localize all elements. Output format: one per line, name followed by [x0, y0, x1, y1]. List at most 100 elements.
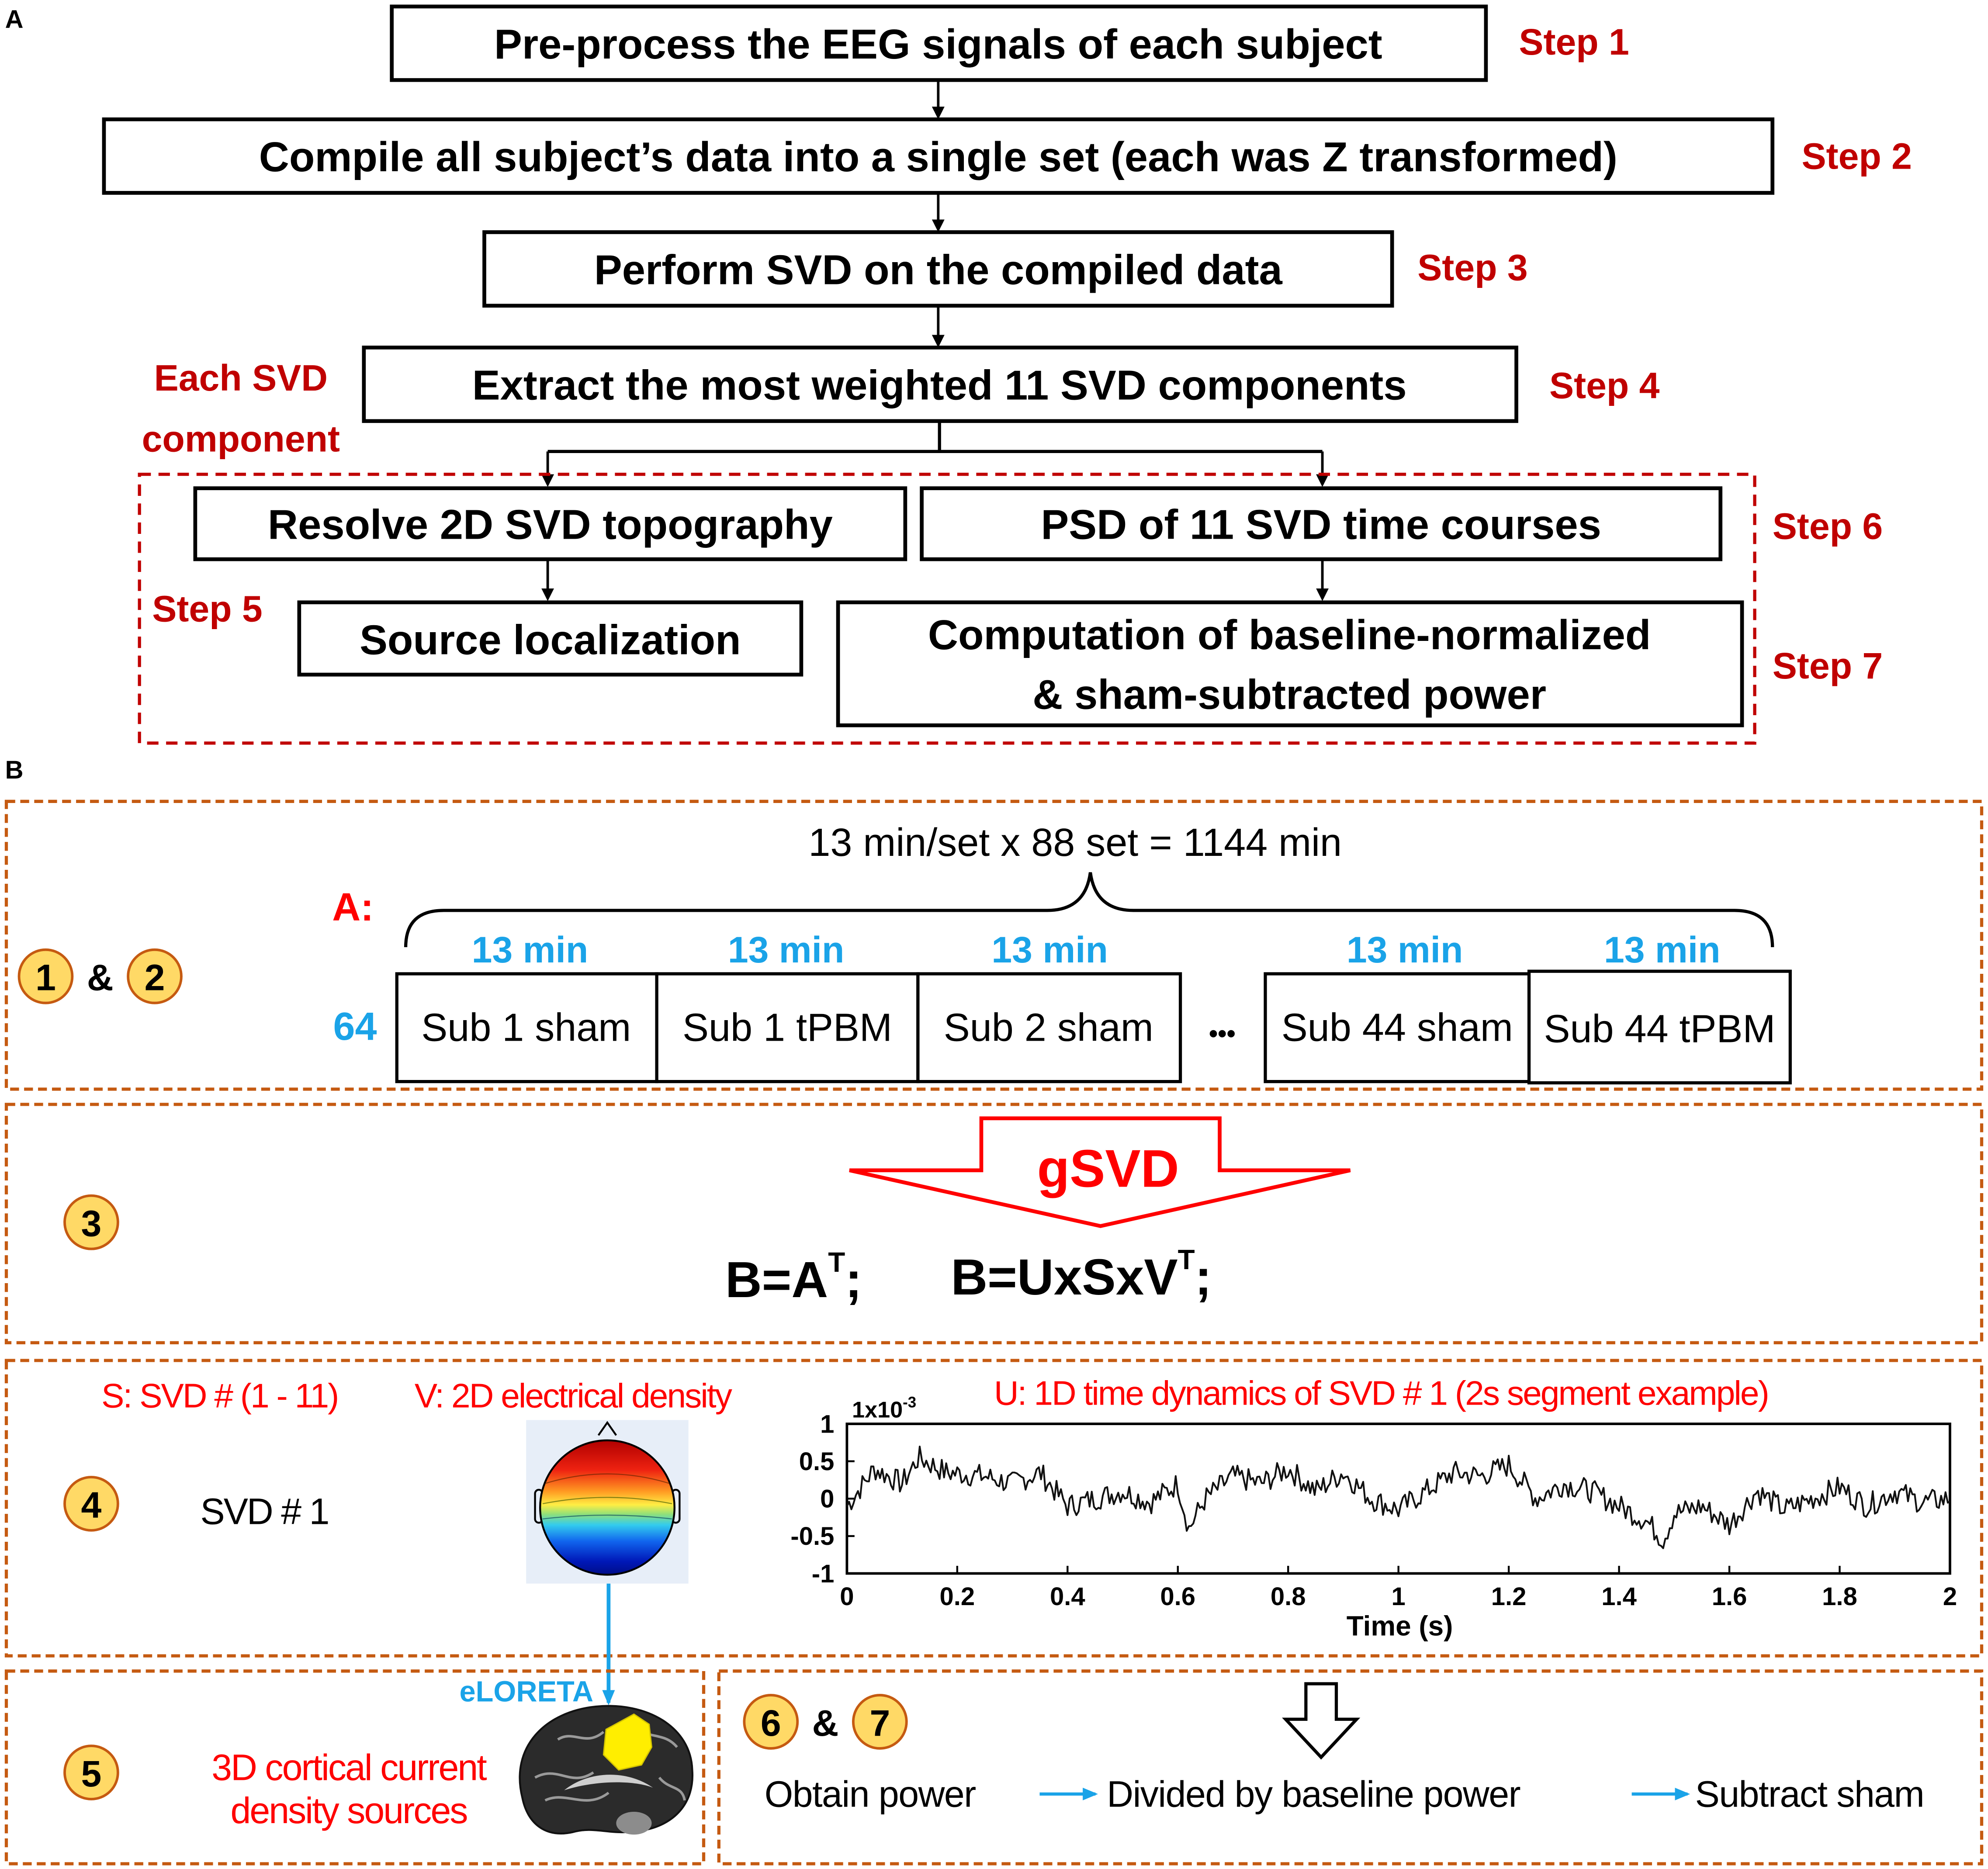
chart-ytick-label-4: -1 — [812, 1560, 835, 1588]
head-nose — [597, 1421, 617, 1436]
gsvd-arrow — [849, 1116, 1351, 1228]
rows-label: 64 — [333, 1005, 377, 1049]
panel-a-label: A — [5, 5, 24, 34]
down-hollow-arrow — [1282, 1682, 1361, 1760]
total-formula: 13 min/set x 88 set = 1144 min — [808, 821, 1342, 865]
segment-3-text: Sub 2 sham — [944, 1006, 1153, 1050]
brain-outline — [519, 1705, 694, 1834]
badge-7 — [852, 1694, 908, 1750]
step7-label: Step 7 — [1773, 645, 1883, 686]
topography-contour-1 — [545, 1473, 670, 1484]
chart-xtick-label-3: 0.6 — [1160, 1582, 1195, 1611]
matrix-a-label: A: — [332, 886, 374, 929]
topography-contour-3 — [542, 1514, 672, 1519]
eq2-sup: T — [1178, 1244, 1195, 1275]
cortical-source-blob — [603, 1713, 653, 1771]
seg-duration-2: 13 min — [728, 929, 845, 970]
badge-4-text: 4 — [81, 1485, 102, 1526]
badge-6-text: 6 — [761, 1703, 781, 1744]
eq2-main: B=UxSxV — [951, 1249, 1178, 1305]
segment-4-text: Sub 44 sham — [1281, 1006, 1513, 1050]
step6-label: Step 6 — [1773, 506, 1883, 547]
badge-6 — [743, 1694, 799, 1750]
eq1-sup: T — [828, 1246, 845, 1278]
b-box-4 — [4, 1359, 1984, 1658]
chart-ytick-label-1: 0.5 — [799, 1447, 835, 1476]
step1-text: Pre-process the EEG signals of each subj… — [494, 21, 1382, 68]
chart-ytick-label-3: -0.5 — [790, 1522, 834, 1551]
segment-box-2 — [655, 972, 920, 1083]
chart-ytick-label-0: 1 — [820, 1410, 834, 1438]
badge-3 — [63, 1194, 119, 1250]
equation-2: B=UxSxVT; — [951, 1244, 1212, 1305]
b-box-3 — [4, 1103, 1984, 1345]
chart-xtick-label-10: 2 — [1943, 1582, 1957, 1611]
equation-1: B=AT; — [725, 1246, 862, 1308]
obtain-power-text: Obtain power — [765, 1773, 976, 1814]
step1-box — [390, 4, 1488, 82]
chart-xtick-label-2: 0.4 — [1050, 1582, 1085, 1611]
step3-text: Perform SVD on the compiled data — [594, 246, 1283, 293]
b-box-1-2 — [4, 800, 1984, 1091]
step5-label: Step 5 — [152, 588, 263, 629]
each-svd-label-2: component — [142, 418, 340, 459]
s-label: S: SVD # (1 - 11) — [101, 1376, 338, 1415]
panel-b-label: B — [5, 756, 24, 784]
step5-text: Resolve 2D SVD topography — [268, 502, 833, 548]
chart-yticks: 1 0.5 0 -0.5 -1 — [790, 1410, 855, 1588]
head-scalp — [539, 1439, 675, 1576]
eq2-end: ; — [1195, 1249, 1212, 1305]
cortical-line1: 3D cortical current — [211, 1747, 487, 1788]
chart-multiplier-exp: -3 — [903, 1394, 916, 1411]
step7-box — [836, 600, 1744, 727]
eloreta-label: eLORETA — [460, 1676, 594, 1708]
step2-label: Step 2 — [1801, 135, 1912, 177]
source-localization-text: Source localization — [360, 617, 741, 664]
brainstem — [616, 1812, 652, 1835]
chart-xtick-label-4: 0.8 — [1271, 1582, 1306, 1611]
step7-text-line2: & sham-subtracted power — [1032, 671, 1546, 718]
subtract-text: Subtract sham — [1695, 1773, 1924, 1814]
cortical-line2: density sources — [230, 1790, 467, 1831]
step6-text: PSD of 11 SVD time courses — [1041, 502, 1601, 548]
topography-contour-2 — [542, 1497, 672, 1505]
chart-multiplier-base: 1x10 — [852, 1398, 903, 1423]
step5-box — [193, 486, 907, 561]
seg-duration-1: 13 min — [472, 929, 589, 970]
steps-5-7-region — [138, 473, 1756, 745]
gsvd-label: gSVD — [1037, 1139, 1179, 1198]
segment-5-text: Sub 44 tPBM — [1544, 1007, 1775, 1051]
chart-series-line — [846, 1446, 1951, 1549]
chart-xlabel: Time (s) — [1347, 1610, 1453, 1642]
each-svd-label-1: Each SVD — [154, 357, 328, 398]
brain-corpus-callosum — [564, 1775, 653, 1790]
brain-illustration — [519, 1705, 694, 1835]
badge-5-text: 5 — [81, 1753, 102, 1794]
step6-box — [920, 486, 1723, 561]
brain-gyri — [534, 1726, 686, 1802]
chart-xtick-label-7: 1.4 — [1601, 1582, 1637, 1611]
topography-map — [526, 1420, 689, 1584]
badge-amp-1-2: & — [87, 957, 114, 998]
step7-text-line1: Computation of baseline-normalized — [928, 612, 1651, 658]
seg-duration-3: 13 min — [991, 929, 1108, 970]
badge-2 — [127, 948, 183, 1004]
seg-duration-4: 13 min — [1347, 929, 1463, 970]
badge-4 — [63, 1476, 119, 1532]
chart-xtick-label-0: 0 — [840, 1582, 854, 1611]
chart-ytick-label-2: 0 — [820, 1485, 834, 1513]
b-box-6-7 — [717, 1669, 1984, 1866]
segment-1-text: Sub 1 sham — [421, 1006, 631, 1050]
chart-frame — [845, 1423, 1951, 1575]
seg-duration-5: 13 min — [1604, 929, 1721, 970]
step3-label: Step 3 — [1417, 247, 1528, 288]
segment-box-3 — [916, 972, 1182, 1083]
chart-xtick-label-8: 1.6 — [1712, 1582, 1747, 1611]
chart-xtick-label-5: 1 — [1392, 1582, 1406, 1611]
v-label: V: 2D electrical density — [415, 1376, 733, 1415]
source-localization-box — [297, 600, 804, 677]
segment-box-5 — [1527, 969, 1792, 1085]
chart-xtick-label-1: 0.2 — [940, 1582, 975, 1611]
step1-label: Step 1 — [1519, 21, 1629, 62]
badge-1-text: 1 — [35, 957, 56, 998]
